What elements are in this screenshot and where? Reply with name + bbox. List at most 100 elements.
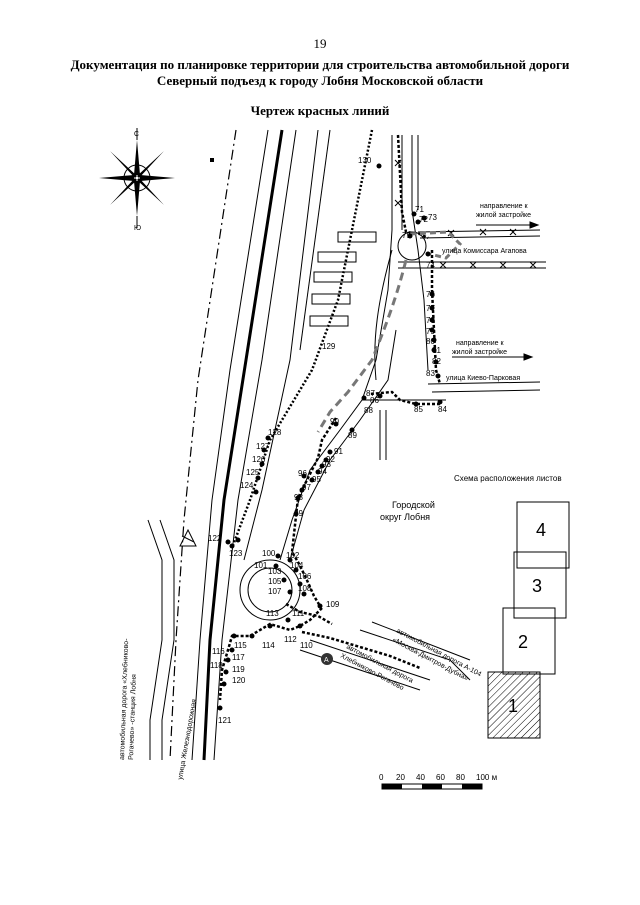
district-name: Городской xyxy=(392,500,435,510)
point-label: 101 xyxy=(254,561,268,570)
roundabouts xyxy=(239,231,427,621)
point-label: 95 xyxy=(312,475,321,484)
point-label: 100 xyxy=(262,549,276,558)
sheet-scheme-title: Схема расположения листов xyxy=(454,474,562,483)
point-label: 110 xyxy=(300,641,313,650)
point-label: 117 xyxy=(232,653,245,662)
point-label: 129 xyxy=(322,342,336,351)
point-label: 113 xyxy=(266,609,279,618)
scale-tick: 100 м xyxy=(476,773,497,782)
point-label: 119 xyxy=(232,665,245,674)
main-road xyxy=(279,135,429,561)
sheet-number: 4 xyxy=(536,520,546,540)
point-label: 84 xyxy=(438,405,447,414)
point-label: 116 xyxy=(212,647,225,656)
point-label: 74 xyxy=(426,261,435,270)
document-title: Документация по планировке территории дл… xyxy=(60,57,580,89)
point-label: 120 xyxy=(232,676,246,685)
point-label: 111 xyxy=(292,609,305,618)
title-line-2: Северный подъезд к городу Лобня Московск… xyxy=(156,73,484,88)
direction-label: направление к xyxy=(480,203,528,210)
point-label: 86 xyxy=(370,396,379,405)
point-label: 91 xyxy=(334,447,343,456)
point-label: 104 xyxy=(290,561,304,570)
point-label: 73 xyxy=(428,213,437,222)
road-name-a104: автомобильная дорога А-104 xyxy=(395,627,483,679)
point-label: 128 xyxy=(268,428,282,437)
compass-rose-icon: С Ю xyxy=(99,128,175,232)
point-label: 77 xyxy=(426,304,435,313)
streets xyxy=(299,229,546,691)
point-label: 72 xyxy=(419,215,428,224)
point-label: 99 xyxy=(294,509,303,518)
point-label: 83 xyxy=(426,369,435,378)
point-label: 89 xyxy=(348,431,357,440)
sheet-3-box xyxy=(513,551,567,619)
compass-south: Ю xyxy=(134,225,141,232)
triangle-symbol-icon xyxy=(179,528,197,547)
scale-bar: 0 20 40 60 80 100 м xyxy=(379,773,497,790)
point-label: 123 xyxy=(229,549,243,558)
railway-lines xyxy=(147,129,331,761)
direction-label: жилой застройке xyxy=(476,211,531,219)
district-name: округ Лобня xyxy=(380,512,430,522)
point-label: 118 xyxy=(210,661,223,670)
point-label: 79 xyxy=(426,327,435,336)
point-label: 96 xyxy=(298,469,307,478)
street-labels: направление к жилой застройке улица Коми… xyxy=(118,203,531,780)
point-label: 85 xyxy=(414,405,423,414)
street-name-kievo: улица Киево-Парковая xyxy=(446,375,520,382)
point-label: 127 xyxy=(256,442,270,451)
point-label: 94 xyxy=(318,467,327,476)
sheet-4-box xyxy=(516,501,570,569)
point-label: 126 xyxy=(252,455,266,464)
point-label: 82 xyxy=(432,357,441,366)
point-labels: 130 71 72 73 75 74 76 77 78 79 80 81 82 … xyxy=(208,156,447,725)
point-label: 115 xyxy=(234,641,247,650)
point-label: 90 xyxy=(330,417,339,426)
point-label: 80 xyxy=(426,337,435,346)
point-label: 78 xyxy=(426,316,435,325)
parking-lots xyxy=(309,231,377,327)
page-number: 19 xyxy=(313,36,327,51)
point-label: 108 xyxy=(298,584,312,593)
point-label: 124 xyxy=(240,481,254,490)
point-label: 93 xyxy=(322,460,331,469)
scale-tick: 0 xyxy=(379,773,384,782)
title-line-1: Документация по планировке территории дл… xyxy=(70,57,570,72)
point-label: 102 xyxy=(286,551,300,560)
sheet-number: 2 xyxy=(518,632,528,652)
point-label: 107 xyxy=(268,587,282,596)
point-label: 75 xyxy=(402,231,411,240)
point-label: 106 xyxy=(298,572,312,581)
point-label: 105 xyxy=(268,577,282,586)
sheet-1-box xyxy=(487,671,541,739)
sheet-scheme: Схема расположения листов 4 3 2 1 xyxy=(454,474,570,739)
point-label: 122 xyxy=(208,534,222,543)
point-label: 81 xyxy=(432,346,441,355)
sheet-number: 3 xyxy=(532,576,542,596)
scale-tick: 40 xyxy=(416,773,425,782)
compass-north: С xyxy=(134,131,139,138)
point-label: 130 xyxy=(358,156,372,165)
marker-a: A xyxy=(321,653,333,665)
scale-tick: 60 xyxy=(436,773,445,782)
point-label: 103 xyxy=(268,567,282,576)
point-label: 88 xyxy=(364,406,373,415)
point-label: 87 xyxy=(366,389,375,398)
sheet-2-box xyxy=(502,607,556,675)
point-label: 114 xyxy=(262,641,275,650)
point-label: 121 xyxy=(218,716,232,725)
point-markers xyxy=(217,163,443,711)
direction-label: жилой застройке xyxy=(452,348,507,356)
point-label: 76 xyxy=(426,290,435,299)
point-label: 71 xyxy=(415,205,424,214)
direction-label: направление к xyxy=(456,340,504,347)
point-label: 109 xyxy=(326,600,340,609)
road-name-left: Рогачево» -станция Лобня xyxy=(127,674,138,760)
point-label: 92 xyxy=(326,455,335,464)
direction-arrows xyxy=(452,221,540,361)
street-name-zheleznodorozhnaya: улица Железнодорожная xyxy=(177,698,198,780)
